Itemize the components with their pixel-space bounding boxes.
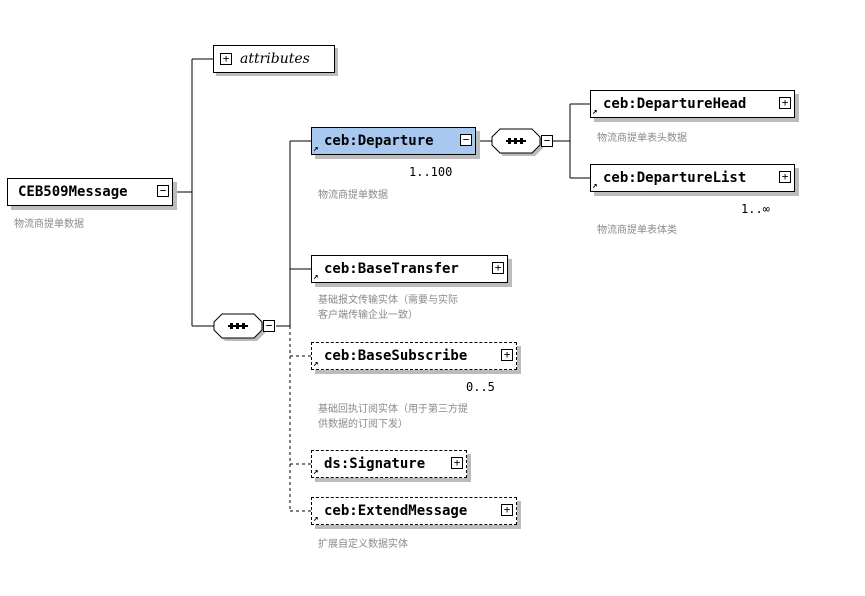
attributes-expand-icon[interactable]: + xyxy=(220,53,232,65)
element-departure-label: ceb:Departure xyxy=(324,133,434,149)
element-departurehead-label: ceb:DepartureHead xyxy=(603,96,747,112)
element-departurelist-label: ceb:DepartureList xyxy=(603,170,747,186)
attributes-label: attributes xyxy=(240,51,310,67)
element-departurelist[interactable]: ↗ ceb:DepartureList + xyxy=(590,164,799,196)
element-extendmessage-label: ceb:ExtendMessage xyxy=(324,503,468,519)
root-annotation: 物流商提单数据 xyxy=(14,219,84,230)
basetransfer-expand-icon[interactable]: + xyxy=(492,262,504,274)
basesubscribe-occurrence: 0..5 xyxy=(466,380,495,394)
departurelist-expand-icon[interactable]: + xyxy=(779,171,791,183)
departure-occurrence: 1..100 xyxy=(409,165,453,179)
extendmessage-expand-icon[interactable]: + xyxy=(501,504,513,516)
reference-arrow-icon: ↗ xyxy=(313,144,319,154)
reference-arrow-icon: ↗ xyxy=(313,514,319,524)
departure-collapse-icon[interactable]: − xyxy=(460,134,472,146)
basetransfer-annotation-line: 客户端传输企业一致） xyxy=(318,310,418,321)
reference-arrow-icon: ↗ xyxy=(313,467,319,477)
basetransfer-annotation-line: 基础报文传输实体（需要与实际 xyxy=(318,295,458,306)
element-signature[interactable]: ↗ ds:Signature + xyxy=(311,450,467,478)
extendmessage-annotation: 扩展自定义数据实体 xyxy=(318,539,408,550)
departurehead-expand-icon[interactable]: + xyxy=(779,97,791,109)
element-departure[interactable]: ↗ ceb:Departure − xyxy=(311,127,480,159)
attributes-box[interactable]: + attributes xyxy=(213,45,335,73)
signature-expand-icon[interactable]: + xyxy=(451,457,463,469)
departure-annotation: 物流商提单数据 xyxy=(318,190,388,201)
departurehead-annotation: 物流商提单表头数据 xyxy=(597,133,687,144)
element-extendmessage[interactable]: ↗ ceb:ExtendMessage + xyxy=(311,497,517,525)
reference-arrow-icon: ↗ xyxy=(592,107,598,117)
departurelist-annotation: 物流商提单表体类 xyxy=(597,225,677,236)
basesubscribe-expand-icon[interactable]: + xyxy=(501,349,513,361)
reference-arrow-icon: ↗ xyxy=(592,181,598,191)
departure-sequence-collapse-icon[interactable]: − xyxy=(541,135,553,147)
departurelist-occurrence: 1..∞ xyxy=(741,202,770,216)
basesubscribe-annotation-line: 基础回执订阅实体（用于第三方提 xyxy=(318,404,468,415)
element-signature-label: ds:Signature xyxy=(324,456,426,472)
reference-arrow-icon: ↗ xyxy=(313,359,319,369)
element-basetransfer[interactable]: ↗ ceb:BaseTransfer + xyxy=(311,255,508,283)
basesubscribe-annotation: 基础回执订阅实体（用于第三方提 供数据的订阅下发） xyxy=(318,402,468,432)
element-departurehead[interactable]: ↗ ceb:DepartureHead + xyxy=(590,90,795,118)
reference-arrow-icon: ↗ xyxy=(313,272,319,282)
element-basesubscribe-label: ceb:BaseSubscribe xyxy=(324,348,468,364)
root-collapse-icon[interactable]: − xyxy=(157,185,169,197)
basesubscribe-annotation-line: 供数据的订阅下发） xyxy=(318,419,408,430)
root-element-label: CEB509Message xyxy=(18,184,128,200)
element-basesubscribe[interactable]: ↗ ceb:BaseSubscribe + xyxy=(311,342,521,374)
main-sequence-collapse-icon[interactable]: − xyxy=(263,320,275,332)
basetransfer-annotation: 基础报文传输实体（需要与实际 客户端传输企业一致） xyxy=(318,293,458,323)
element-basetransfer-label: ceb:BaseTransfer xyxy=(324,261,459,277)
root-element-ceb509message[interactable]: CEB509Message − xyxy=(7,178,173,206)
